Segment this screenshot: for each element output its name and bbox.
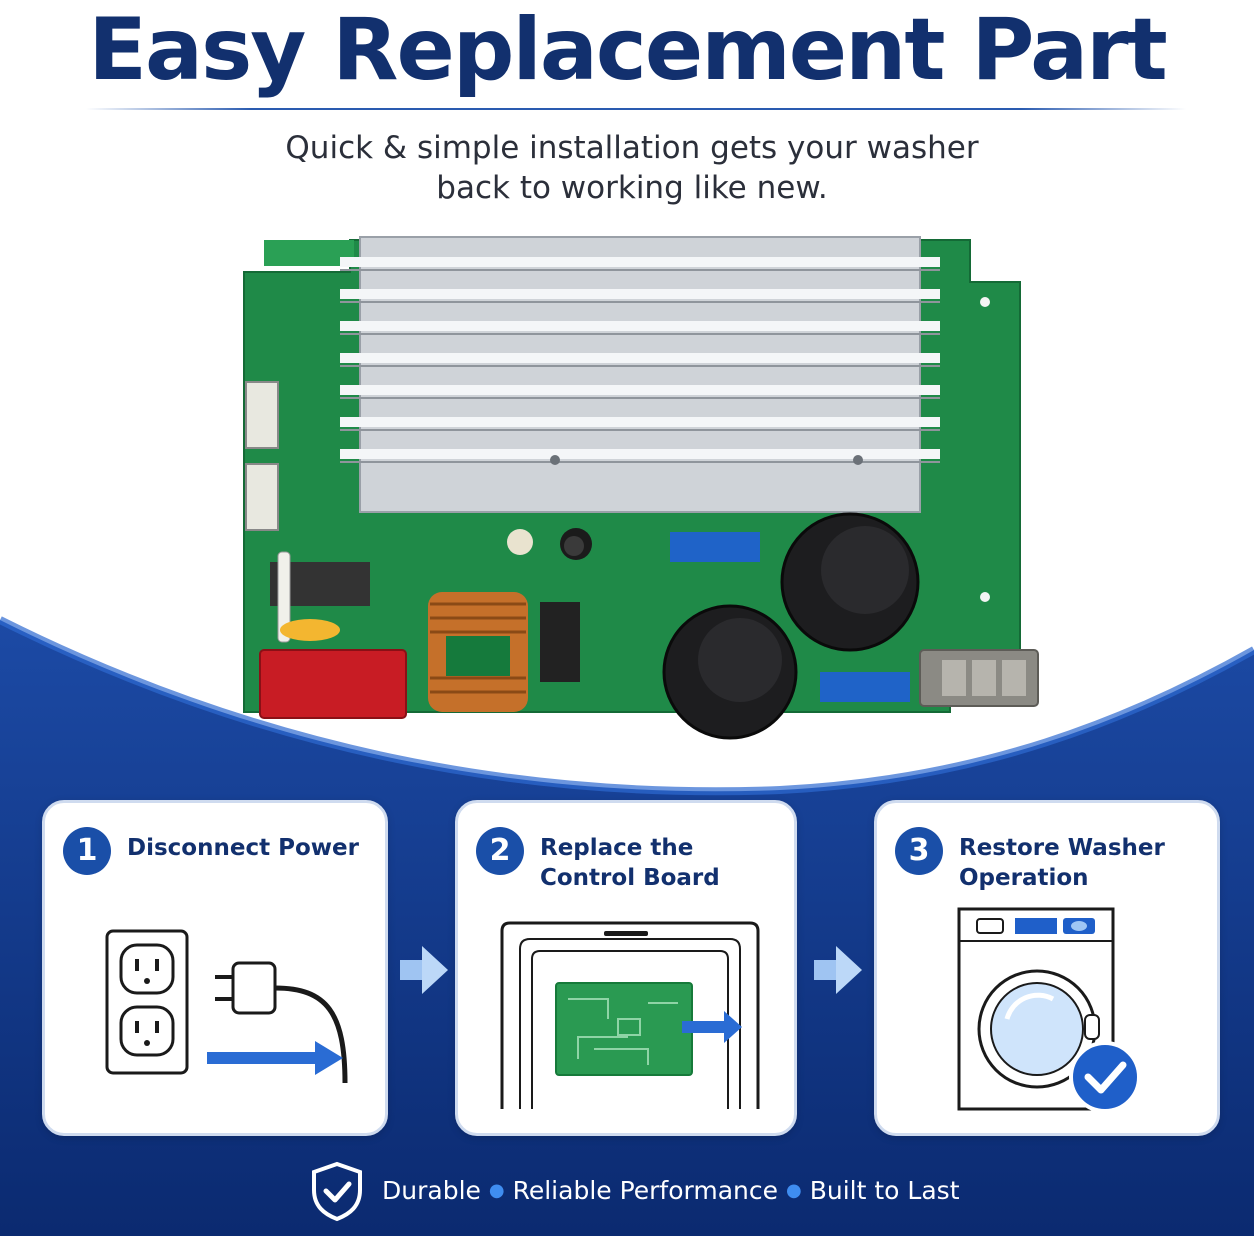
step-number-badge: 1: [63, 827, 111, 875]
subtitle-line-2: back to working like new.: [436, 170, 828, 206]
subtitle-line-1: Quick & simple installation gets your wa…: [285, 130, 979, 166]
step-title-line-2: Operation: [959, 865, 1089, 891]
step-title-line-1: Restore Washer: [959, 835, 1165, 861]
step-title: Restore Washer Operation: [959, 833, 1199, 893]
control-board-image: [243, 236, 1039, 740]
step-number-badge: 3: [895, 827, 943, 875]
step-title-line-1: Replace the: [540, 835, 694, 861]
step-title-line-2: Control Board: [540, 865, 720, 891]
step-title: Disconnect Power: [127, 833, 367, 863]
footer-item-built-to-last: Built to Last: [809, 1176, 960, 1205]
footer-item-reliable-performance: Reliable Performance: [512, 1176, 779, 1205]
title-divider: [86, 108, 1186, 110]
step-card-restore-washer-operation: 3 Restore Washer Operation: [874, 800, 1220, 1136]
separator-dot: ●: [786, 1180, 802, 1201]
step-title-line-1: Disconnect Power: [127, 835, 359, 861]
separator-dot: ●: [488, 1180, 505, 1201]
step-card-disconnect-power: 1 Disconnect Power: [42, 800, 388, 1136]
page-title: Easy Replacement Part: [88, 0, 1167, 100]
outlet-and-plug-icon: [105, 929, 348, 1084]
heatsink: [340, 236, 940, 513]
board-in-washer-icon: [500, 921, 760, 1109]
footer-tagline: Durable ● Reliable Performance ● Built to La…: [382, 1174, 960, 1208]
next-step-arrow-icon: [814, 946, 862, 994]
page-subtitle: Quick & simple installation gets your wa…: [200, 128, 1064, 208]
step-title: Replace the Control Board: [540, 833, 780, 893]
footer-item-durable: Durable: [382, 1176, 481, 1205]
step-card-replace-control-board: 2 Replace the Control Board: [455, 800, 797, 1136]
shield-check-icon: [312, 1161, 362, 1222]
red-connector: [259, 649, 407, 719]
next-step-arrow-icon: [400, 946, 448, 994]
step-number-badge: 2: [476, 827, 524, 875]
washer-check-icon: [957, 907, 1141, 1113]
